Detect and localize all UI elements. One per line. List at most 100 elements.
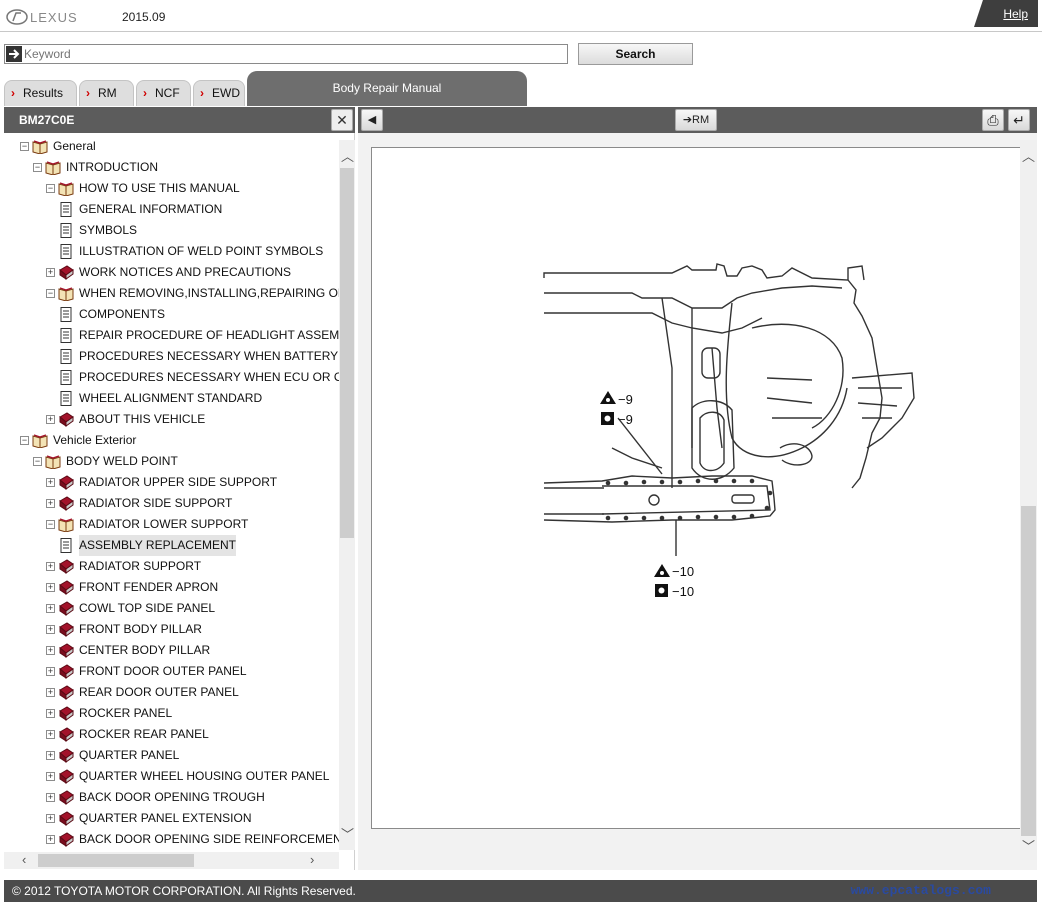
expand-icon[interactable]: + [46,708,55,718]
tree-item[interactable]: ILLUSTRATION OF WELD POINT SYMBOLS [4,241,339,262]
help-tab[interactable]: Help [974,0,1038,27]
tree-item[interactable]: +ROCKER REAR PANEL [4,724,339,745]
tree-item[interactable]: + BACK DOOR OPENING SIDE REINFORCEMENT [4,829,349,850]
scrollbar-thumb[interactable] [1021,506,1036,836]
expand-icon[interactable]: + [46,750,55,760]
closed-book-icon [58,706,74,721]
tree-item-label: HOW TO USE THIS MANUAL [79,181,240,195]
tree-item[interactable]: −Vehicle Exterior [4,430,339,451]
expand-icon[interactable]: + [46,603,55,613]
tree-item[interactable]: + QUARTER PANEL EXTENSION [4,808,339,829]
tree-item[interactable]: ASSEMBLY REPLACEMENT [4,535,339,556]
tree-item[interactable]: +RADIATOR SIDE SUPPORT [4,493,339,514]
tree-item-label: REPAIR PROCEDURE OF HEADLIGHT ASSEMBLY [79,328,355,342]
tree-item-label: RADIATOR UPPER SIDE SUPPORT [79,475,278,489]
search-button[interactable]: Search [578,43,693,65]
tree-item[interactable]: REPAIR PROCEDURE OF HEADLIGHT ASSEMBLY [4,325,354,346]
tree-item-label: BACK DOOR OPENING SIDE REINFORCEMENT [79,832,350,846]
chevron-right-icon[interactable]: › [310,852,315,867]
collapse-icon[interactable]: − [20,435,29,445]
tree-item[interactable]: +FRONT DOOR OUTER PANEL [4,661,339,682]
tree-item[interactable]: PROCEDURES NECESSARY WHEN BATTERY TER [4,346,354,367]
collapse-icon[interactable]: − [33,162,42,172]
expand-icon[interactable]: + [46,477,55,487]
close-tree-button[interactable]: ✕ [331,109,353,131]
tab-rm[interactable]: › RM [79,80,134,106]
tree-item[interactable]: +RADIATOR SUPPORT [4,556,339,577]
chevron-down-icon[interactable]: ﹀ [341,827,355,842]
tab-results[interactable]: › Results [4,80,77,106]
expand-icon[interactable]: + [46,267,55,277]
expand-icon[interactable]: + [46,414,55,424]
expand-icon[interactable]: + [46,771,55,781]
expand-icon[interactable]: + [46,666,55,676]
chevron-right-icon: › [86,86,90,100]
closed-book-icon [58,559,74,574]
tree-item[interactable]: −BODY WELD POINT [4,451,339,472]
tree-item[interactable]: − HOW TO USE THIS MANUAL [4,178,339,199]
tree-item[interactable]: SYMBOLS [4,220,339,241]
chevron-up-icon[interactable]: ︿ [1022,149,1036,164]
return-button[interactable]: ↵ [1008,109,1030,131]
tree-item[interactable]: COMPONENTS [4,304,339,325]
tree-item[interactable]: +QUARTER PANEL [4,745,339,766]
tree-item-label: QUARTER PANEL EXTENSION [79,811,252,825]
collapse-icon[interactable]: − [20,141,29,151]
tree-item-label: PROCEDURES NECESSARY WHEN ECU OR OTH [79,370,355,384]
print-button[interactable]: ⎙ [982,109,1004,131]
tree-item[interactable]: +QUARTER WHEEL HOUSING OUTER PANEL [4,766,339,787]
tree-item[interactable]: +CENTER BODY PILLAR [4,640,339,661]
tree-item[interactable]: +WORK NOTICES AND PRECAUTIONS [4,262,339,283]
expand-icon[interactable]: + [46,582,55,592]
chevron-up-icon[interactable]: ︿ [341,149,355,164]
scrollbar-thumb[interactable] [38,854,194,867]
tree-item[interactable]: WHEEL ALIGNMENT STANDARD [4,388,339,409]
expand-icon[interactable]: + [46,645,55,655]
expand-icon[interactable]: + [46,624,55,634]
tree-item[interactable]: + RADIATOR UPPER SIDE SUPPORT [4,472,339,493]
open-book-icon [58,181,74,197]
tree-item[interactable]: +BACK DOOR OPENING TROUGH [4,787,339,808]
tree-item[interactable]: +COWL TOP SIDE PANEL [4,598,339,619]
expand-icon[interactable]: + [46,687,55,697]
tree-item[interactable]: +FRONT BODY PILLAR [4,619,339,640]
tree-item[interactable]: −General [4,136,339,157]
collapse-icon[interactable]: − [33,456,42,466]
chevron-left-icon[interactable]: ‹ [22,852,27,867]
tree-item[interactable]: PROCEDURES NECESSARY WHEN ECU OR OTH [4,367,354,388]
collapse-icon[interactable]: − [46,519,55,529]
closed-book-icon [58,790,74,805]
tree-item[interactable]: GENERAL INFORMATION [4,199,339,220]
expand-icon[interactable]: + [46,813,55,823]
rm-link-button[interactable]: ➔RM [675,109,717,131]
help-link[interactable]: Help [1003,7,1028,21]
callout-10-triangle: −10 [654,564,694,579]
tree-horizontal-scrollbar[interactable]: ‹ › [4,852,339,869]
tree-item[interactable]: −INTRODUCTION [4,157,339,178]
content-vertical-scrollbar[interactable]: ︿ ﹀ [1020,140,1037,860]
tree-item[interactable]: +ABOUT THIS VEHICLE [4,409,339,430]
collapse-icon[interactable]: − [46,183,55,193]
expand-icon[interactable]: + [46,561,55,571]
svg-text:−9: −9 [618,412,633,427]
tab-body-repair-manual[interactable]: Body Repair Manual [247,71,527,106]
expand-icon[interactable]: + [46,834,55,844]
expand-icon[interactable]: + [46,792,55,802]
chevron-down-icon[interactable]: ﹀ [1022,839,1036,854]
search-field[interactable] [4,44,568,64]
tree-item[interactable]: −RADIATOR LOWER SUPPORT [4,514,339,535]
tab-ncf[interactable]: › NCF [136,80,191,106]
tree-item[interactable]: −WHEN REMOVING,INSTALLING,REPAIRING OR [4,283,347,304]
collapse-icon[interactable]: − [46,288,55,298]
expand-icon[interactable]: + [46,729,55,739]
tree-vertical-scrollbar[interactable]: ︿ ﹀ [339,140,355,850]
back-button[interactable]: ◀ [361,109,383,131]
tree-item[interactable]: +REAR DOOR OUTER PANEL [4,682,339,703]
tab-ewd[interactable]: › EWD [193,80,245,106]
tree-item[interactable]: +FRONT FENDER APRON [4,577,339,598]
tree-item[interactable]: +ROCKER PANEL [4,703,339,724]
document-icon [58,244,74,259]
expand-icon[interactable]: + [46,498,55,508]
scrollbar-thumb[interactable] [340,168,354,538]
search-input[interactable] [24,45,564,63]
